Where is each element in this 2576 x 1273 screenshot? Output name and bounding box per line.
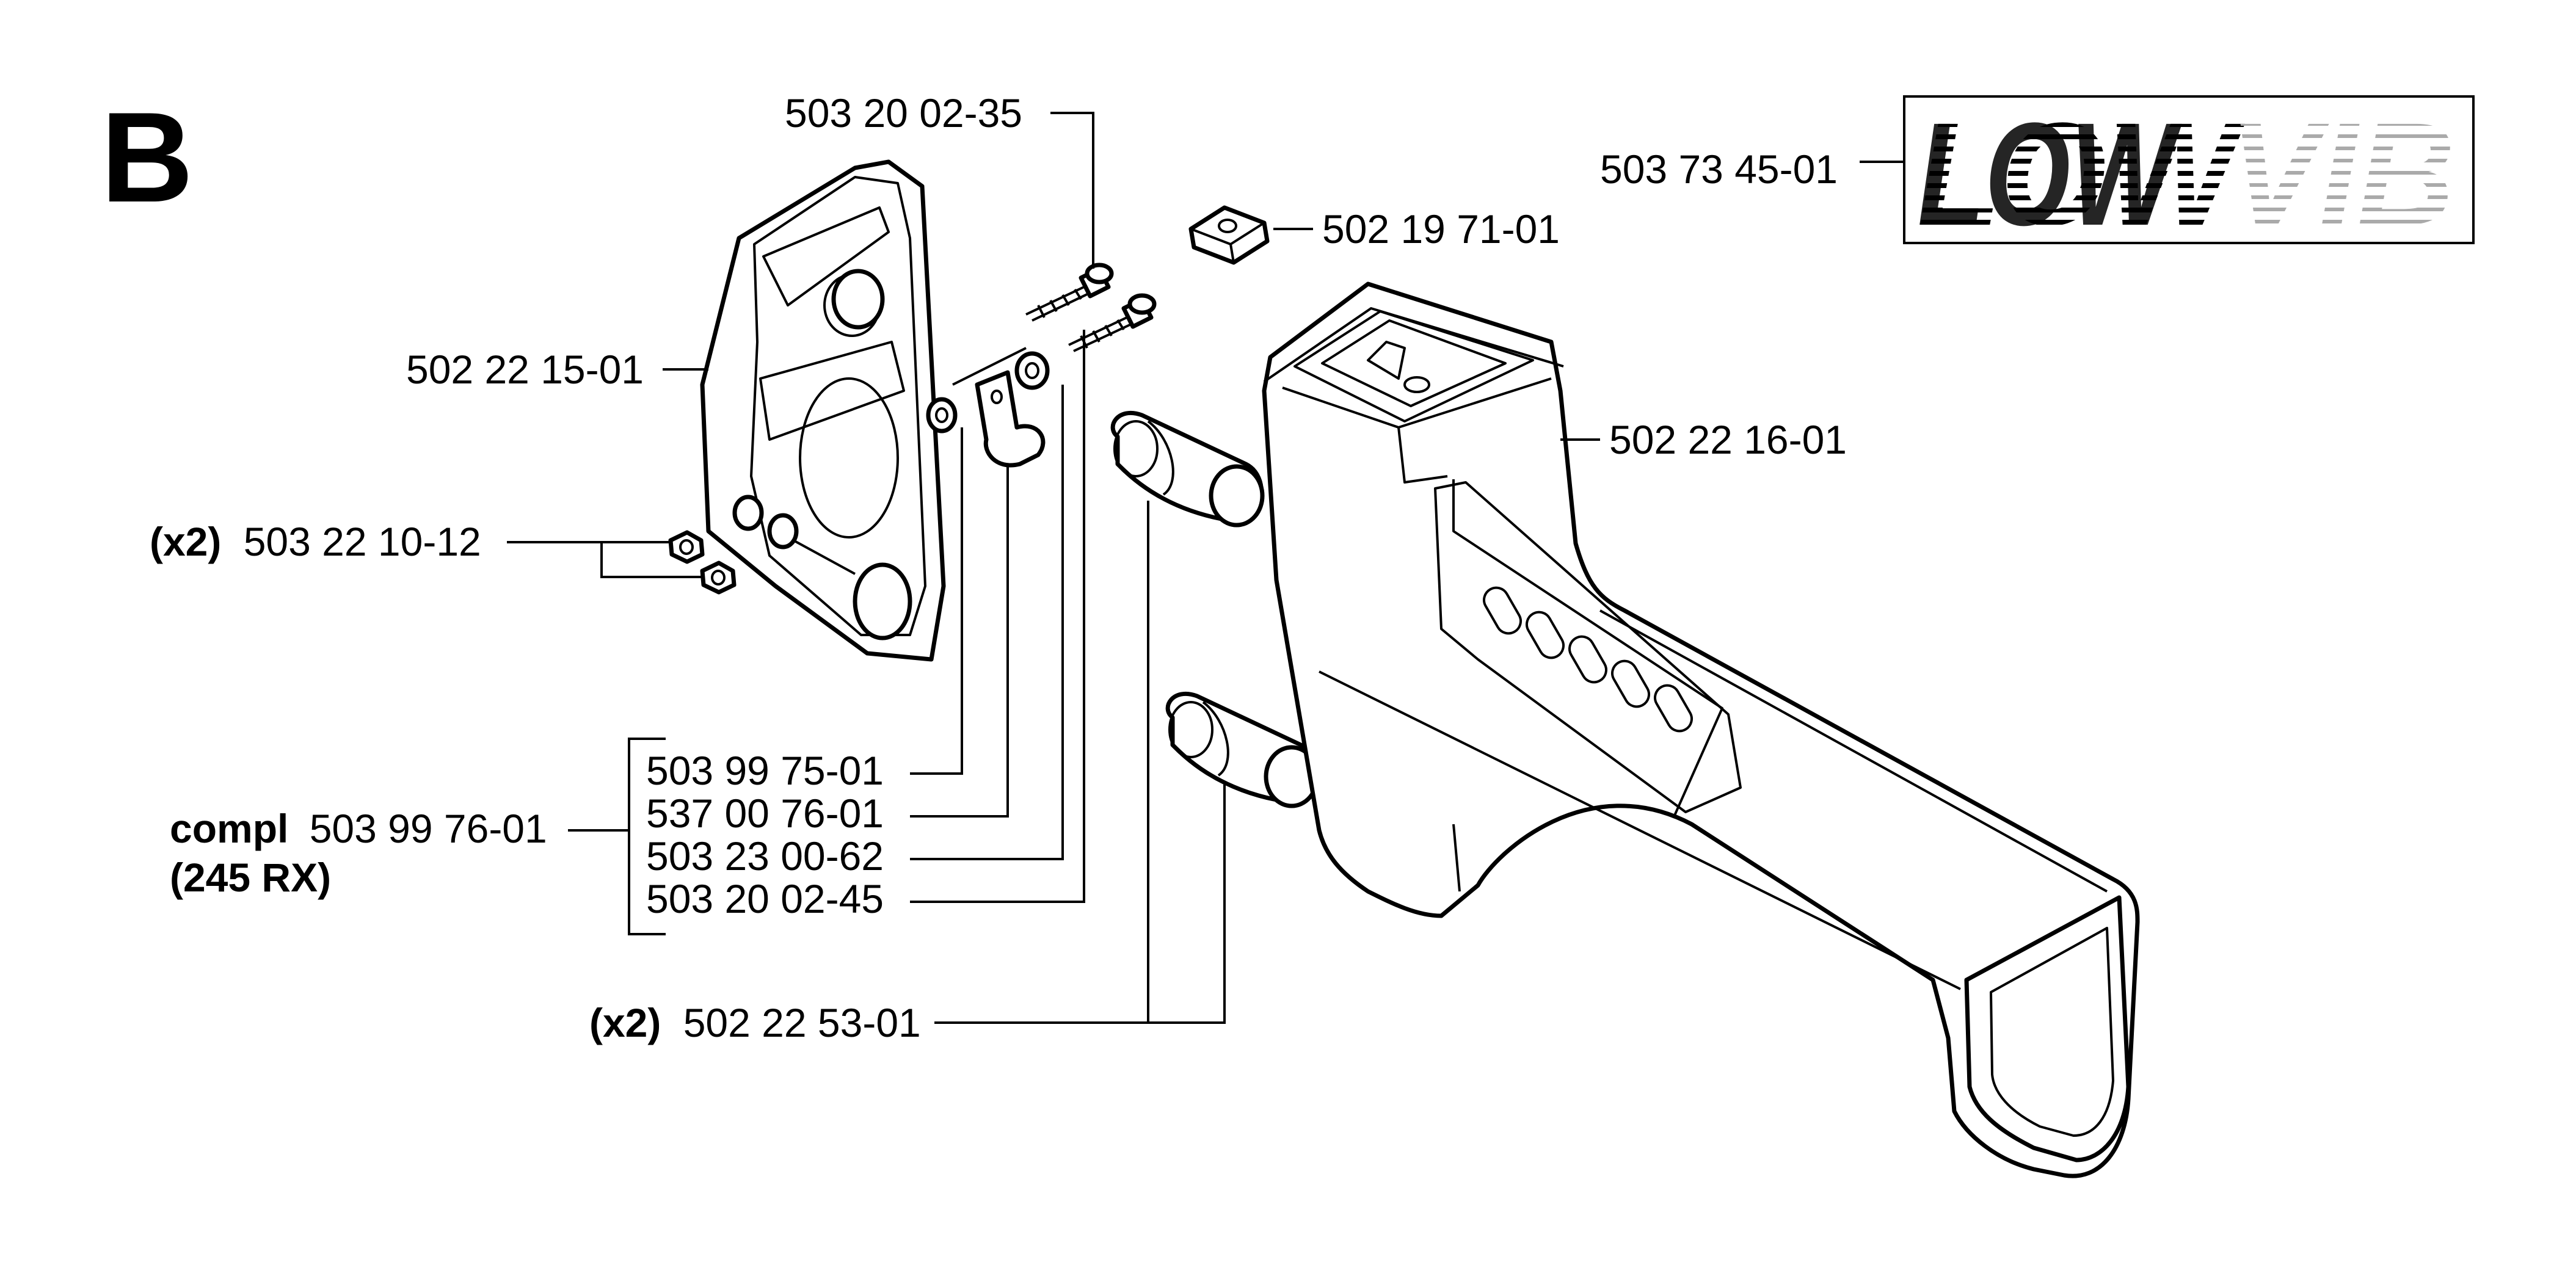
nut-qty: (x2) [150, 519, 221, 564]
svg-text:LOW: LOW [1918, 92, 2245, 256]
kit-item-1: 503 99 75-01 [646, 748, 884, 793]
kit-part-number: 503 99 76-01 [310, 806, 547, 851]
cover-part [700, 159, 946, 662]
washer-small [926, 397, 958, 433]
kit-item-3: 503 23 00-62 [646, 833, 884, 879]
low-vib-logo: LOW LOW VIB [1860, 92, 2475, 256]
kit-model: (245 RX) [170, 855, 331, 900]
section-letter: B [101, 85, 194, 229]
hex-nuts [668, 530, 737, 595]
square-nut-label: 502 19 71-01 [1322, 206, 1560, 252]
kit-item-2: 537 00 76-01 [646, 791, 884, 836]
screw-short-label: 503 20 02-35 [785, 90, 1022, 136]
washer-large [1014, 351, 1050, 390]
logo-part-number: 503 73 45-01 [1600, 147, 1838, 192]
kit-item-4: 503 20 02-45 [646, 876, 884, 921]
kit-prefix: compl [170, 806, 288, 851]
cover-label: 502 22 15-01 [406, 347, 644, 392]
screw-short [1025, 263, 1114, 322]
svg-text:(x2) 503 22 10-12: (x2) 503 22 10-12 [150, 519, 481, 564]
bracket-clip [975, 370, 1046, 468]
damper-upper [1110, 410, 1265, 528]
logo-mark: LOW LOW VIB [1918, 92, 2455, 256]
damper-lower [1165, 691, 1320, 808]
svg-text:(x2) 502 22 53-01: (x2) 502 22 53-01 [589, 1000, 921, 1045]
damper-part-number: 502 22 53-01 [683, 1000, 921, 1045]
damper-qty: (x2) [589, 1000, 661, 1045]
screw-long [1068, 293, 1157, 352]
handle-label: 502 22 16-01 [1609, 417, 1847, 462]
square-nut [1188, 205, 1270, 265]
svg-text:LOW: LOW [1918, 92, 2182, 256]
svg-text:VIB: VIB [2229, 92, 2455, 256]
nut-part-number: 503 22 10-12 [244, 519, 481, 564]
svg-text:compl 503 99 76-01: compl 503 99 76-01 [170, 806, 547, 851]
handle-part [1262, 281, 2140, 1178]
